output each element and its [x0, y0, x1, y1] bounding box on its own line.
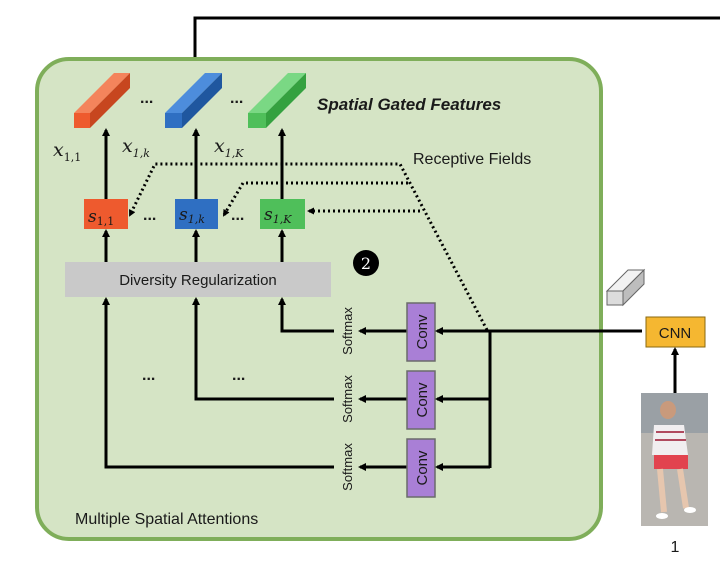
feature-map-icon	[605, 268, 646, 307]
panel-caption: Multiple Spatial Attentions	[75, 511, 258, 528]
svg-text:Conv: Conv	[414, 314, 431, 350]
softmax-label-1: Softmax	[340, 307, 355, 355]
attention-path-1	[102, 297, 334, 469]
top-output-line	[193, 16, 720, 57]
spatial-attention-panel	[35, 57, 603, 541]
feature-label-K: x1,K	[214, 135, 244, 160]
attention-path-K	[278, 297, 334, 333]
receptive-field-lines	[128, 162, 489, 331]
ellipsis-paths-2: ...	[232, 367, 245, 384]
conv-box-2: Conv	[406, 370, 436, 430]
svg-text:s1,k: s1,k	[179, 205, 205, 226]
diversity-regularization-box	[65, 262, 331, 297]
svg-text:Conv: Conv	[414, 450, 431, 486]
attention-path-k	[192, 297, 334, 401]
feature-bar-k	[165, 73, 222, 128]
panel-title: Spatial Gated Features	[317, 95, 501, 114]
softmax-label-2: Softmax	[340, 375, 355, 423]
score-box-k: s1,k	[175, 199, 218, 229]
conv-box-3: Conv	[406, 438, 436, 498]
score-box-1: s1,1	[84, 199, 128, 229]
ellipsis-scores-1: ...	[143, 207, 156, 224]
softmax-label-3: Softmax	[340, 443, 355, 491]
feature-bar-1	[74, 73, 130, 128]
image-index-label: 1	[671, 539, 680, 556]
feature-bar-K	[248, 73, 306, 128]
ellipsis-features-2: ...	[230, 90, 243, 107]
ellipsis-scores-2: ...	[231, 207, 244, 224]
score-box-K: s1,K	[260, 199, 305, 229]
svg-text:Conv: Conv	[414, 382, 431, 418]
diversity-regularization-label: Diversity Regularization	[119, 272, 277, 289]
ellipsis-paths-1: ...	[142, 367, 155, 384]
cnn-label: CNN	[659, 325, 692, 342]
step-badge	[353, 250, 379, 276]
receptive-fields-label: Receptive Fields	[413, 151, 531, 168]
feature-label-1: x1,1	[53, 139, 81, 164]
conv-box-1: Conv	[406, 302, 436, 362]
feature-label-k: x1,k	[122, 135, 150, 160]
ellipsis-features-1: ...	[140, 90, 153, 107]
person-image	[641, 393, 708, 526]
svg-text:s1,1: s1,1	[88, 207, 114, 228]
svg-text:s1,K: s1,K	[264, 205, 292, 226]
step-badge-number: 2	[361, 254, 371, 273]
